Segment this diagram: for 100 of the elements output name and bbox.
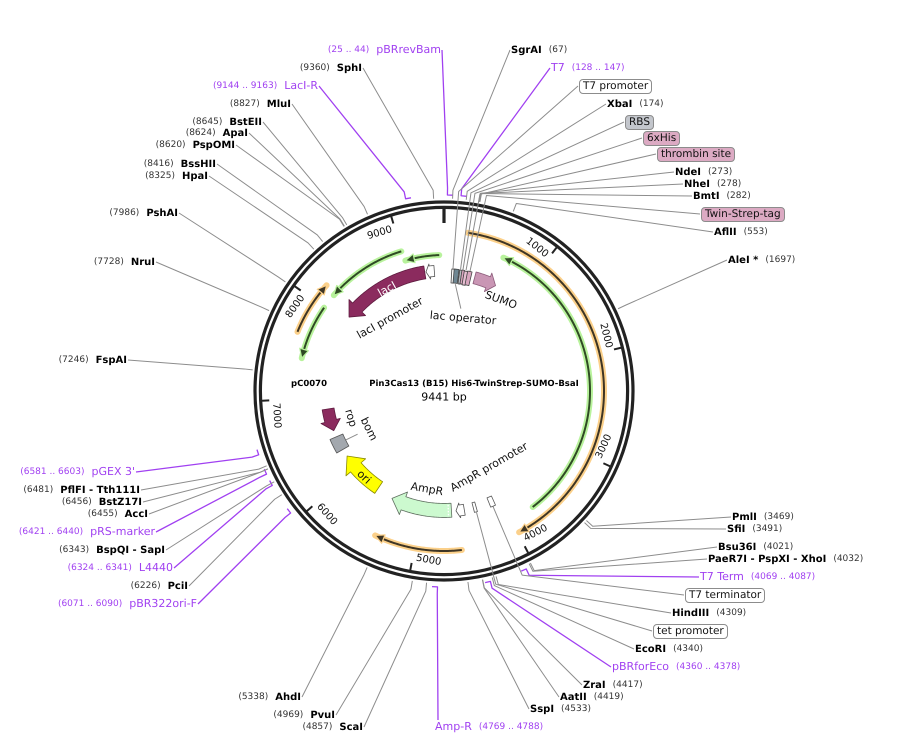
leader-line	[530, 546, 718, 572]
site-position: (8620)	[156, 140, 186, 150]
leader-line	[216, 164, 324, 242]
feature-label: rop	[342, 407, 360, 428]
enzyme-name: PflFI - Tth111I	[60, 484, 140, 496]
site-position: (3491)	[752, 524, 782, 534]
site-position: (6343)	[59, 544, 90, 556]
tick-number: 5000	[414, 552, 442, 569]
primer-name: LacI-R	[284, 80, 318, 92]
leader-line	[584, 522, 726, 530]
site-position: (4969)	[273, 710, 304, 720]
enzyme-name: SphI	[336, 62, 362, 74]
enzyme-name: NruI	[130, 256, 155, 268]
enzyme-name: PshAI	[146, 208, 178, 218]
leader-line	[248, 132, 345, 227]
site-position: (8416)	[144, 158, 174, 170]
site-position: (5338)	[238, 692, 268, 702]
leader-line	[452, 50, 510, 200]
primer-name: pGEX 3'	[91, 466, 135, 478]
leader-line	[292, 104, 368, 215]
enzyme-name: AatII	[560, 692, 587, 702]
enzyme-name: ApaI	[222, 128, 248, 138]
primer-name: pBRforEco	[612, 661, 670, 673]
enzyme-name: EcoRI	[635, 644, 666, 654]
leader-line	[346, 434, 358, 440]
leader-line	[454, 284, 462, 310]
site-position: (174)	[639, 98, 664, 110]
enzyme-name: AleI *	[728, 254, 758, 266]
leader-line	[466, 104, 606, 200]
leader-line	[492, 576, 634, 650]
enzyme-name: PvuI	[310, 710, 335, 720]
leader-line	[482, 579, 582, 686]
site-position: (4857)	[302, 722, 332, 732]
leader-line	[512, 202, 714, 232]
enzyme-name: XbaI	[607, 98, 632, 110]
construct-name: Pin3Cas13 (B15) His6-TwinStrep-SUMO-BsaI	[369, 379, 579, 389]
site-position: (4032)	[833, 554, 864, 564]
leader-line	[467, 582, 530, 710]
site-position: (273)	[708, 166, 732, 178]
leader-line	[198, 508, 292, 604]
site-position: (4021)	[763, 542, 794, 552]
leader-line	[460, 122, 624, 270]
enzyme-name: BmtI	[693, 190, 720, 202]
feature-tag: RBS	[625, 114, 654, 130]
primer-range: (25 .. 44)	[328, 44, 370, 56]
enzyme-name: Bsu36I	[718, 542, 756, 552]
enzyme-name: NheI	[684, 178, 710, 190]
site-position: (278)	[717, 178, 742, 190]
tick-number: 2000	[596, 322, 614, 350]
leader-line	[362, 68, 434, 200]
primer-name: pRS-marker	[90, 526, 155, 538]
feature-tag: Twin-Strep-tag	[701, 206, 785, 222]
enzyme-name: NdeI	[675, 166, 702, 178]
enzyme-name: PmlI	[732, 512, 757, 522]
site-position: (7728)	[94, 256, 124, 268]
primer-range: (6421 .. 6440)	[18, 526, 84, 538]
primer-range: (9144 .. 9163)	[212, 80, 278, 92]
leader-line	[142, 468, 268, 502]
primer-name: T7 Term	[700, 571, 744, 583]
site-position: (9360)	[300, 62, 330, 74]
enzyme-name: BstZ17I	[98, 496, 142, 508]
enzyme-name: BssHII	[180, 158, 216, 170]
tick-number: 3000	[594, 432, 616, 461]
site-position: (67)	[548, 44, 568, 56]
site-position: (6226)	[130, 580, 161, 592]
enzyme-name: SgrAI	[511, 44, 542, 56]
leader-line	[174, 480, 273, 568]
site-position: (7986)	[109, 208, 140, 218]
leader-line	[470, 195, 700, 272]
leader-line	[302, 566, 368, 698]
leader-line	[156, 468, 268, 533]
leader-line	[492, 506, 684, 596]
feature-tag: 6xHis	[643, 130, 680, 146]
leader-line	[156, 262, 270, 312]
primer-name: pBR322ori-F	[129, 598, 197, 610]
feature-label: AmpR	[410, 480, 444, 498]
site-position: (4533)	[561, 704, 591, 714]
feature-label: bom	[358, 414, 380, 442]
feature-tag: tet promoter	[653, 624, 728, 638]
site-position: (553)	[744, 226, 768, 238]
enzyme-name: PspOMI	[192, 140, 235, 150]
enzyme-name: ZraI	[583, 680, 606, 690]
leader-line	[432, 586, 439, 720]
leader-line	[462, 138, 642, 270]
leader-line	[236, 144, 344, 228]
leader-line	[262, 122, 348, 226]
site-position: (8645)	[192, 116, 222, 128]
feature-tag: T7 terminator	[685, 588, 766, 602]
leader-line	[478, 184, 684, 202]
site-position: (6456)	[62, 496, 92, 508]
leader-line	[136, 449, 260, 473]
enzyme-name: AhdI	[275, 692, 301, 702]
leader-line	[178, 212, 286, 282]
tick-number: 9000	[366, 224, 394, 243]
feature-label: ori	[354, 466, 374, 486]
site-position: (7246)	[58, 354, 89, 366]
enzyme-name: MluI	[266, 98, 291, 110]
enzyme-name: HindIII	[672, 608, 710, 618]
enzyme-name: FspAI	[96, 354, 127, 366]
site-position: (8624)	[186, 128, 216, 138]
